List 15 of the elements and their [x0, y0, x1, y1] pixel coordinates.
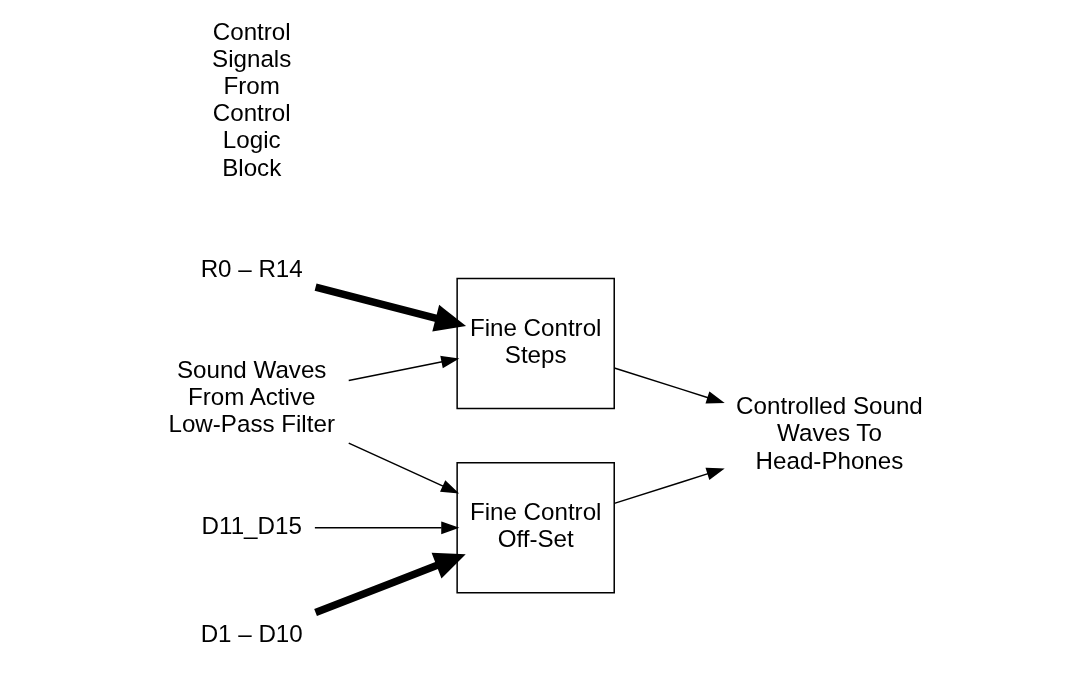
arrow	[613, 467, 725, 505]
label: Control Signals From Control Logic Block	[212, 17, 292, 181]
node-text: Controlled Sound Waves To Head-Phones	[736, 392, 923, 474]
node-box: Fine Control Off-Set	[456, 462, 615, 594]
arrow	[347, 442, 460, 494]
arrow	[314, 552, 466, 616]
node-text: D1 – D10	[200, 620, 303, 648]
arrow	[613, 367, 725, 404]
arrow	[347, 355, 460, 382]
arrow	[314, 521, 460, 535]
node-box: Fine Control Steps	[456, 277, 615, 410]
node-text: D11_D15	[201, 511, 302, 539]
node-text: R0 – R14	[200, 254, 303, 282]
node-text: Sound Waves From Active Low-Pass Filter	[168, 355, 335, 438]
arrow	[314, 283, 467, 332]
